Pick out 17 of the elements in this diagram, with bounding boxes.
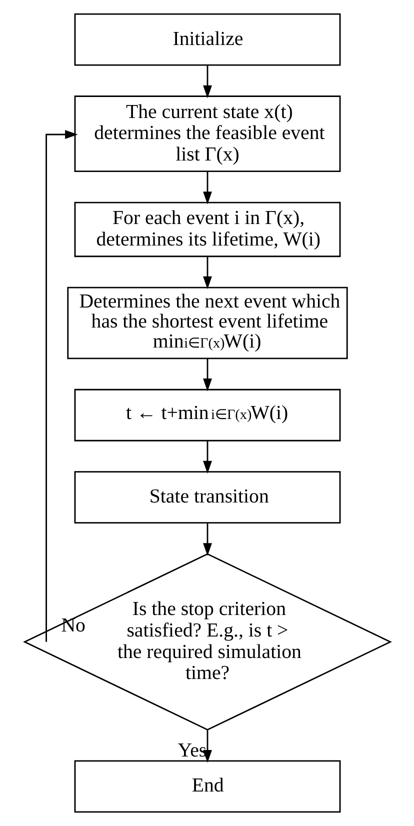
arrow (202, 523, 212, 556)
arrow (202, 358, 212, 392)
arrow (202, 65, 212, 98)
arrow (202, 440, 212, 474)
node-box: End (74, 760, 340, 813)
node-box: Determines the next event which has the shortest event lifetime mini∈Γ(x)W(i) (66, 286, 348, 360)
arrow (202, 172, 212, 204)
node-box: For each event i in Γ(x), determines its lifetime, W(i) (74, 202, 340, 258)
edge-label: No (60, 614, 85, 637)
node-box: Initialize (74, 13, 340, 66)
node-box: State transition (74, 471, 340, 524)
node-box: The current state x(t) determines the feasible event list Γ(x) (74, 96, 340, 172)
arrow (202, 730, 212, 763)
edge-label: Yes (177, 739, 206, 762)
arrow (45, 130, 78, 642)
arrow (202, 256, 212, 290)
node-box: t ← t+mini∈Γ(x)W(i) (74, 388, 340, 442)
